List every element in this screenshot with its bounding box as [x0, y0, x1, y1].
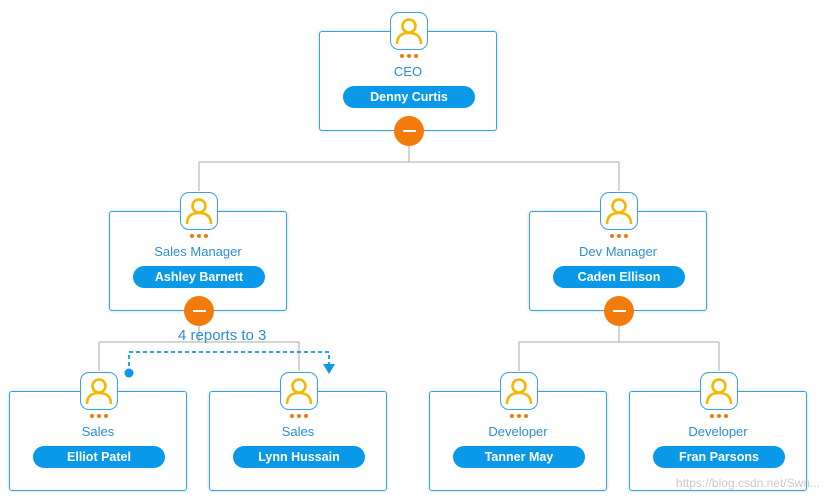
more-dots-icon[interactable]	[394, 54, 424, 60]
node-name: Fran Parsons	[653, 446, 785, 468]
node-title: Sales Manager	[154, 244, 242, 259]
avatar-sales-2	[280, 372, 318, 410]
node-title: Developer	[688, 424, 748, 439]
connector-sales-children	[98, 326, 300, 371]
person-icon	[505, 378, 533, 405]
more-dots-icon[interactable]	[84, 414, 114, 420]
dotted-link-arrowhead	[323, 364, 335, 374]
node-name: Lynn Hussain	[233, 446, 365, 468]
node-title: Developer	[488, 424, 548, 439]
person-icon	[705, 378, 733, 405]
avatar-ceo	[390, 12, 428, 50]
node-title: CEO	[393, 64, 423, 79]
node-name: Ashley Barnett	[133, 266, 265, 288]
more-dots-icon[interactable]	[604, 234, 634, 240]
collapse-toggle-dev-manager[interactable]	[604, 296, 634, 326]
watermark: https://blog.csdn.net/Swn...	[675, 476, 820, 490]
connector-dev-children	[518, 326, 720, 371]
avatar-sales-manager	[180, 192, 218, 230]
more-dots-icon[interactable]	[704, 414, 734, 420]
avatar-dev-2	[700, 372, 738, 410]
collapse-toggle-ceo[interactable]	[394, 116, 424, 146]
person-icon	[395, 18, 423, 45]
more-dots-icon[interactable]	[504, 414, 534, 420]
node-name: Tanner May	[453, 446, 585, 468]
dotted-link	[124, 351, 335, 378]
node-title: Sales	[281, 424, 315, 439]
connector-ceo-children	[198, 146, 620, 191]
node-title: Sales	[81, 424, 115, 439]
avatar-dev-1	[500, 372, 538, 410]
node-name: Denny Curtis	[343, 86, 475, 108]
person-icon	[605, 198, 633, 225]
node-name: Elliot Patel	[33, 446, 165, 468]
person-icon	[185, 198, 213, 225]
node-name: Caden Ellison	[553, 266, 685, 288]
dotted-link-path	[128, 351, 330, 373]
avatar-sales-1	[80, 372, 118, 410]
more-dots-icon[interactable]	[184, 234, 214, 240]
person-icon	[285, 378, 313, 405]
node-title: Dev Manager	[578, 244, 658, 259]
person-icon	[85, 378, 113, 405]
dotted-link-label: 4 reports to 3	[178, 327, 267, 344]
avatar-dev-manager	[600, 192, 638, 230]
dotted-link-start-dot	[124, 368, 134, 378]
more-dots-icon[interactable]	[284, 414, 314, 420]
collapse-toggle-sales-manager[interactable]	[184, 296, 214, 326]
